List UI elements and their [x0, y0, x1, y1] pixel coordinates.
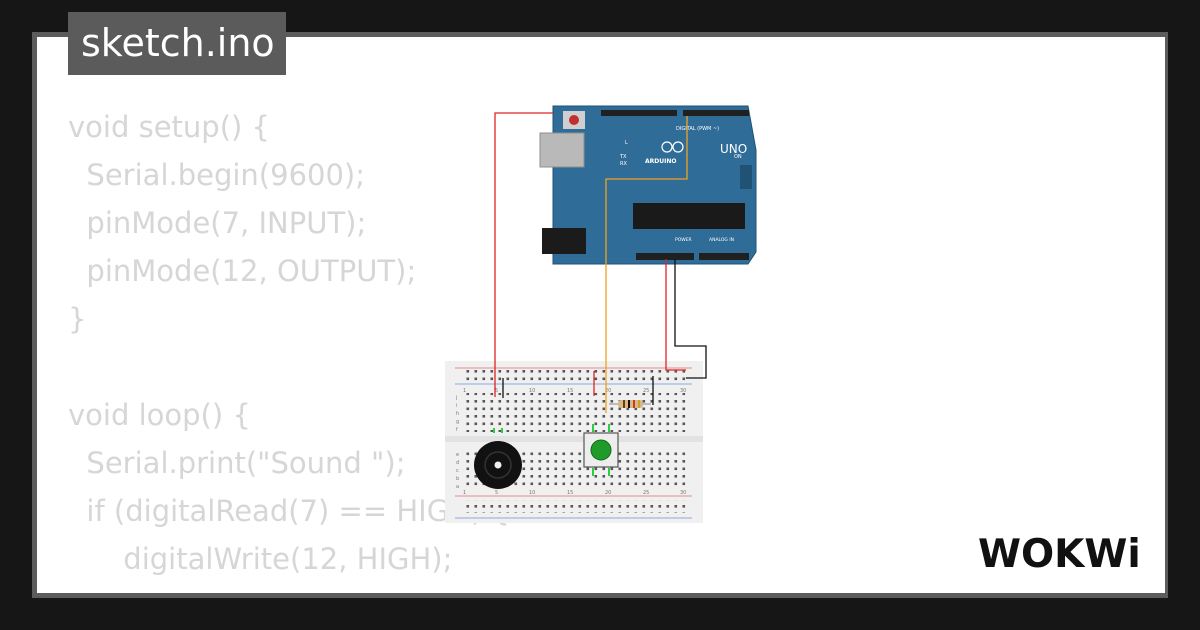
- wire-black-gnd[interactable]: [674, 259, 707, 379]
- pushbutton[interactable]: [583, 424, 619, 476]
- breadboard: 1 5 10 15 20 25 30 1 5 10 15 20 25 30 j …: [445, 361, 703, 523]
- uno-label: UNO: [720, 142, 747, 156]
- digital-header-left: [601, 110, 677, 116]
- wokwi-logo-text: WOKWi: [978, 532, 1141, 577]
- row-letter: a: [456, 484, 459, 490]
- column-number: 15: [567, 490, 573, 496]
- row-letter: f: [456, 427, 458, 433]
- wokwi-logo: WOKWi: [978, 532, 1141, 577]
- code-line: }: [68, 302, 87, 336]
- power-rail-top: [463, 370, 689, 382]
- resistor-band: [638, 400, 640, 408]
- code-line: Serial.begin(9600);: [68, 158, 366, 192]
- code-line: pinMode(7, INPUT);: [68, 206, 367, 240]
- led-label: L: [625, 140, 628, 146]
- wires: [494, 112, 707, 413]
- infinity-logo-icon: [661, 141, 673, 153]
- wire-red-5v[interactable]: [494, 112, 553, 397]
- column-number: 5: [495, 490, 498, 496]
- row-letter: j: [455, 395, 457, 401]
- row-letter: d: [456, 460, 459, 466]
- resistor-band: [628, 400, 630, 408]
- row-letter: e: [456, 452, 459, 458]
- column-number: 1: [463, 490, 466, 496]
- atmega-chip: [633, 203, 745, 229]
- code-preview: void setup() { Serial.begin(9600); pinMo…: [68, 103, 510, 593]
- column-number: 20: [605, 388, 611, 394]
- row-letter: i: [456, 403, 457, 409]
- filename-label: sketch.ino: [68, 12, 286, 75]
- column-number: 25: [643, 388, 649, 394]
- row-letter: b: [456, 476, 459, 482]
- code-line: Serial.println("on");: [68, 583, 510, 593]
- power-rail-bottom: [463, 500, 689, 513]
- code-line: void setup() {: [68, 110, 270, 144]
- center-channel: [445, 436, 703, 442]
- infinity-logo-icon: [672, 141, 684, 153]
- code-line: Serial.print("Sound ");: [68, 446, 406, 480]
- column-number: 25: [643, 490, 649, 496]
- icsp-header: [740, 165, 752, 189]
- column-number: 1: [463, 388, 466, 394]
- wire-orange-pin7[interactable]: [605, 116, 688, 413]
- column-number: 30: [680, 388, 686, 394]
- row-letter: h: [456, 411, 459, 417]
- column-number: 10: [529, 490, 535, 496]
- column-number: 10: [529, 388, 535, 394]
- code-line: void loop() {: [68, 398, 251, 432]
- power-header: [636, 253, 694, 260]
- buzzer-ring: [484, 451, 512, 479]
- code-line: digitalWrite(12, HIGH);: [68, 542, 453, 576]
- column-number: 30: [680, 490, 686, 496]
- arduino-maker-label: ARDUINO: [645, 158, 676, 165]
- buzzer-hole: [494, 461, 502, 469]
- column-number: 20: [605, 490, 611, 496]
- power-jack: [542, 228, 586, 254]
- usb-port: [539, 132, 585, 168]
- terminal-strip-top: [463, 393, 689, 432]
- digital-header-right: [683, 110, 749, 116]
- reset-button-cap: [569, 115, 579, 125]
- resistor-band: [623, 400, 625, 408]
- row-letter: c: [456, 468, 459, 474]
- row-letter: g: [456, 419, 459, 425]
- resistor-band: [633, 400, 635, 408]
- buzzer[interactable]: [474, 428, 522, 489]
- column-number: 15: [567, 388, 573, 394]
- power-label: POWER: [675, 237, 692, 243]
- digital-label: DIGITAL (PWM ~): [676, 126, 719, 132]
- led-label: RX: [620, 161, 627, 167]
- code-line: pinMode(12, OUTPUT);: [68, 254, 417, 288]
- arduino-uno-board[interactable]: DIGITAL (PWM ~) UNO ARDUINO ON POWER ANA…: [539, 105, 757, 265]
- resistor[interactable]: [609, 400, 651, 408]
- wire-red-power[interactable]: [665, 259, 686, 371]
- circuit-diagram[interactable]: 1 5 10 15 20 25 30 1 5 10 15 20 25 30 j …: [400, 60, 772, 530]
- led-label: TX: [619, 154, 627, 160]
- column-number: 5: [495, 388, 498, 394]
- analog-header: [699, 253, 749, 260]
- on-label: ON: [734, 154, 742, 160]
- analog-label: ANALOG IN: [709, 237, 734, 243]
- pushbutton-cap[interactable]: [590, 439, 612, 461]
- code-line: if (digitalRead(7) == HIGH) {: [68, 494, 510, 528]
